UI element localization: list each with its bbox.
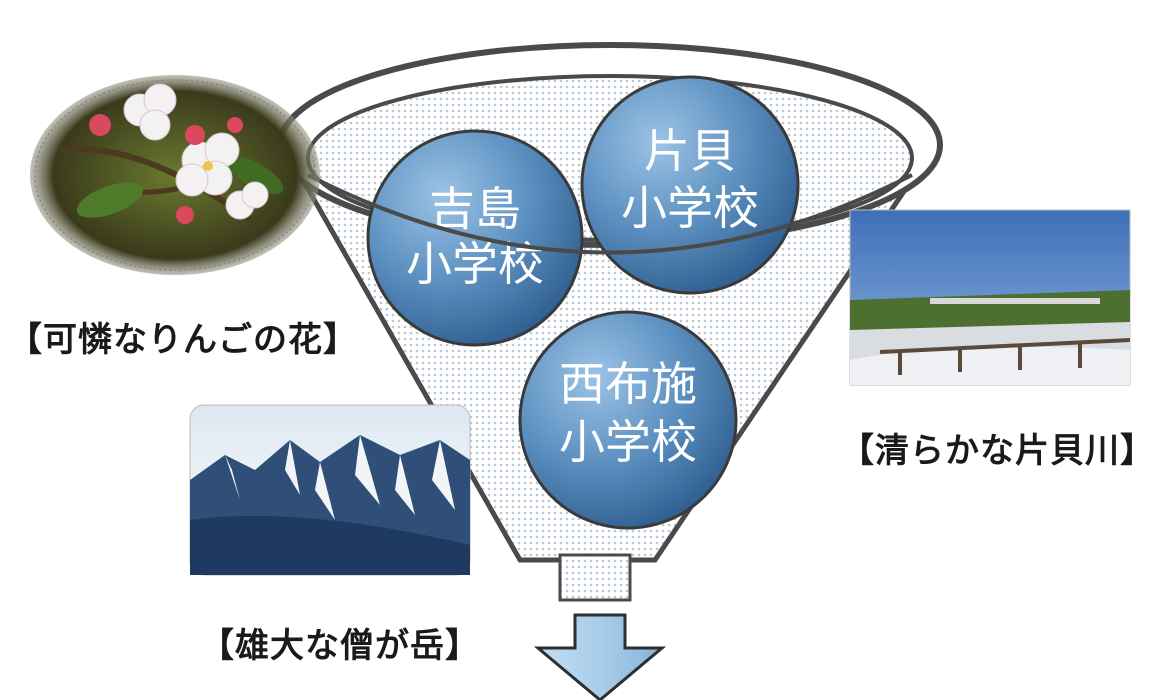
caption-katakai-river: 【清らかな片貝川】 [840,431,1150,471]
bubble-katakai: 片貝 小学校 [580,75,800,295]
caption-apple-blossom: 【可憐なりんごの花】 [8,320,358,360]
caption-sougadake: 【雄大な僧が岳】 [200,626,480,666]
bubble-nishifuse: 西布施 小学校 [518,310,738,530]
photo-sougadake [189,404,471,576]
bubble-nishifuse-line1: 西布施 [559,357,697,411]
funnel-spout [558,553,632,602]
bubble-yoshima-line1: 吉島 [429,182,521,236]
photo-katakai-river [849,209,1131,386]
funnel-rim-front [307,173,913,255]
down-arrow [533,613,667,700]
bubble-katakai-line2: 小学校 [621,181,759,235]
photo-apple-blossom [30,75,320,275]
bubble-katakai-line1: 片貝 [644,124,736,178]
bubble-nishifuse-line2: 小学校 [559,415,697,469]
